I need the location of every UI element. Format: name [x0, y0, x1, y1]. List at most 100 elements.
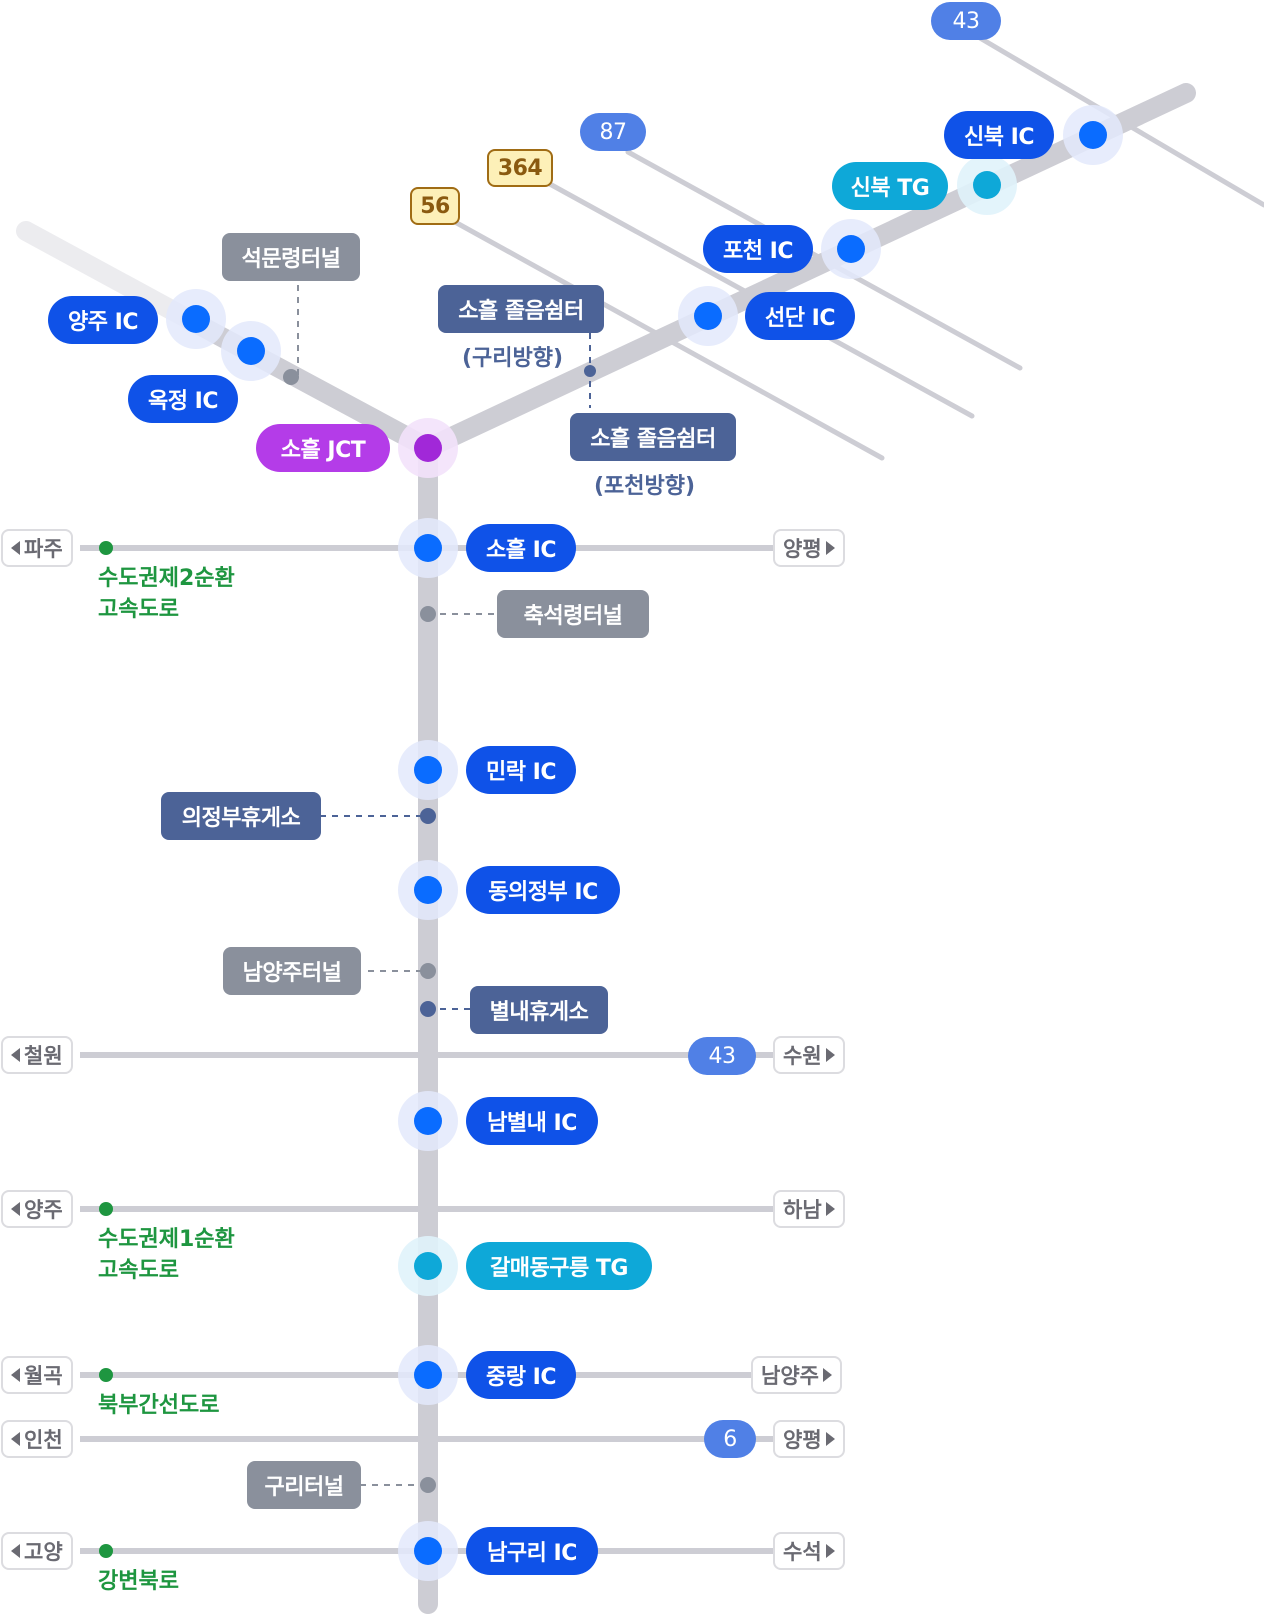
arrow-right-icon [822, 1368, 832, 1382]
dot-pocheon-ic [837, 235, 865, 263]
arrow-left-icon [11, 1544, 20, 1558]
road-name-line1: 수도권제2순환 [98, 566, 235, 591]
dot-soheul-ic [414, 534, 442, 562]
jct-label-soheul[interactable]: 소흘 JCT [256, 424, 390, 472]
route-badge-43: 43 [931, 2, 1001, 40]
arrow-right-icon [825, 1048, 835, 1062]
route-badge-43-cross: 43 [688, 1037, 756, 1075]
dest-right-yangpyeong[interactable]: 양평 [773, 529, 845, 567]
road-name-line1: 수도권제1순환 [98, 1227, 235, 1252]
route-badge-56: 56 [410, 187, 460, 225]
dest-right-suwon[interactable]: 수원 [773, 1036, 845, 1074]
route-badge-364: 364 [487, 149, 553, 187]
dot-galmae-tg [414, 1252, 442, 1280]
ic-label-soheul[interactable]: 소흘 IC [466, 524, 576, 572]
dot-soheul-rest [584, 365, 596, 377]
dot-namyangju-tunnel [420, 963, 436, 979]
dest-right-suseok[interactable]: 수석 [773, 1532, 845, 1570]
ic-label-namguri[interactable]: 남구리 IC [466, 1527, 598, 1575]
dest-right-namyangju[interactable]: 남양주 [751, 1356, 842, 1394]
dest-left-paju[interactable]: 파주 [1, 529, 73, 567]
arrow-right-icon [825, 1432, 835, 1446]
ic-label-okjeong[interactable]: 옥정 IC [128, 375, 238, 423]
rest-label-byeollae[interactable]: 별내휴게소 [470, 986, 608, 1034]
dot-chukseok-tunnel [420, 606, 436, 622]
ic-label-sinbuk[interactable]: 신북 IC [944, 111, 1054, 159]
dest-label: 철원 [24, 1044, 63, 1068]
ic-label-pocheon[interactable]: 포천 IC [703, 225, 813, 273]
dot-okjeong-ic [237, 337, 265, 365]
dot-seondan-ic [694, 302, 722, 330]
dest-left-wolgok[interactable]: 월곡 [1, 1356, 73, 1394]
arrow-left-icon [11, 1432, 20, 1446]
station-dots [99, 105, 1123, 1581]
arrow-left-icon [11, 1202, 20, 1216]
dest-right-hanam[interactable]: 하남 [773, 1190, 845, 1228]
dest-left-cheorwon[interactable]: 철원 [1, 1036, 73, 1074]
road-name-line2: 고속도로 [98, 597, 179, 622]
ic-label-minrak[interactable]: 민락 IC [466, 746, 576, 794]
road-name-gangbyeon: 강변북로 [98, 1566, 179, 1597]
dot-yangju-ic [182, 305, 210, 333]
dot-seokmun-tunnel [283, 369, 299, 385]
dot-jungnang-ic [414, 1361, 442, 1389]
tunnel-label-guri[interactable]: 구리터널 [247, 1461, 361, 1509]
route-badge-6: 6 [704, 1420, 756, 1458]
dot-soheul-jct [414, 434, 442, 462]
dest-label: 하남 [783, 1198, 822, 1222]
dest-left-yangju[interactable]: 양주 [1, 1190, 73, 1228]
rest-direction-guri: (구리방향) [462, 346, 564, 371]
dot-dong-uijeongbu-ic [414, 876, 442, 904]
ic-label-yangju[interactable]: 양주 IC [48, 296, 158, 344]
dest-label: 양평 [783, 537, 822, 561]
dest-label: 양평 [783, 1428, 822, 1452]
tunnel-label-namyangju[interactable]: 남양주터널 [223, 947, 361, 995]
tg-label-sinbuk[interactable]: 신북 TG [832, 162, 948, 210]
dot-junction-gangbyeon [99, 1544, 113, 1558]
ic-label-nambyeollae[interactable]: 남별내 IC [466, 1097, 598, 1145]
dot-sinbuk-tg [973, 171, 1001, 199]
tunnel-label-seokmun[interactable]: 석문령터널 [222, 233, 360, 281]
upper-left-faded-segment [16, 221, 200, 330]
dest-label: 인천 [24, 1428, 63, 1452]
ic-label-jungnang[interactable]: 중랑 IC [466, 1351, 576, 1399]
dest-label: 남양주 [761, 1364, 819, 1388]
rest-label-soheul-pocheon[interactable]: 소흘 졸음쉼터 [570, 413, 736, 461]
road-name-line2: 고속도로 [98, 1258, 179, 1283]
dot-junction-road1 [99, 1202, 113, 1216]
rest-label-uijeongbu[interactable]: 의정부휴게소 [161, 792, 321, 840]
tg-label-galmae[interactable]: 갈매동구릉 TG [466, 1242, 652, 1290]
route-badge-87: 87 [580, 113, 646, 151]
arrow-right-icon [825, 1544, 835, 1558]
ic-label-dong-uijeongbu[interactable]: 동의정부 IC [466, 866, 620, 914]
dest-label: 월곡 [24, 1364, 63, 1388]
dest-label: 수원 [783, 1044, 822, 1068]
rest-direction-pocheon: (포천방향) [594, 474, 696, 499]
dest-label: 파주 [24, 537, 63, 561]
road-name-line1: 북부간선도로 [98, 1393, 220, 1418]
tunnel-label-chukseok[interactable]: 축석령터널 [497, 590, 649, 638]
dest-label: 양주 [24, 1198, 63, 1222]
arrow-left-icon [11, 1368, 20, 1382]
dot-minrak-ic [414, 756, 442, 784]
dot-junction-road2 [99, 541, 113, 555]
dot-sinbuk-ic [1079, 121, 1107, 149]
dot-nambyeollae-ic [414, 1107, 442, 1135]
dot-uijeongbu-rest [420, 808, 436, 824]
rest-label-soheul-guri[interactable]: 소흘 졸음쉼터 [438, 285, 604, 333]
dest-left-goyang[interactable]: 고양 [1, 1532, 73, 1570]
road-name-ring2: 수도권제2순환 고속도로 [98, 563, 235, 625]
road-name-bukbu: 북부간선도로 [98, 1390, 219, 1421]
upper-right-main-road [418, 83, 1196, 458]
ic-label-seondan[interactable]: 선단 IC [745, 292, 855, 340]
dest-left-incheon[interactable]: 인천 [1, 1420, 73, 1458]
dot-namguri-ic [414, 1537, 442, 1565]
arrow-right-icon [825, 541, 835, 555]
arrow-right-icon [825, 1202, 835, 1216]
dest-right-yangpyeong-6[interactable]: 양평 [773, 1420, 845, 1458]
dot-junction-bukbu [99, 1368, 113, 1382]
dest-label: 고양 [24, 1540, 63, 1564]
dot-guri-tunnel [420, 1477, 436, 1493]
road-name-line1: 강변북로 [98, 1569, 179, 1594]
